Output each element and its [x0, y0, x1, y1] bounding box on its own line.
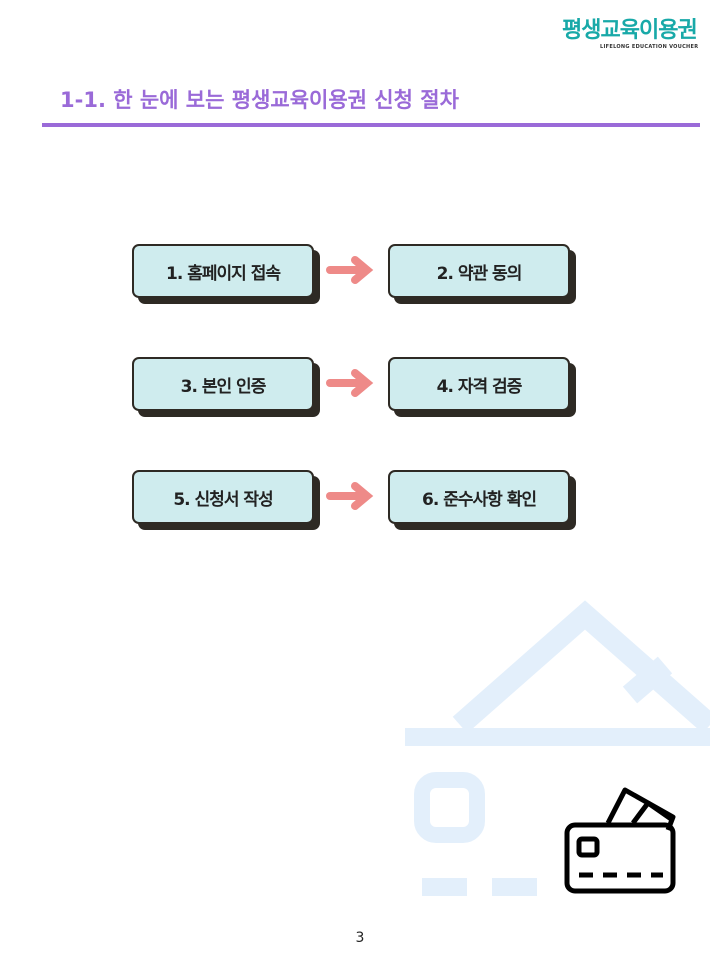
step-6: 6. 준수사항 확인 — [388, 470, 570, 524]
arrow-right-icon — [326, 482, 374, 510]
arrow-right-icon — [326, 369, 374, 397]
step-4: 4. 자격 검증 — [388, 357, 570, 411]
background-house-icon — [405, 600, 710, 896]
logo-text: 평생교육이용권 — [562, 18, 698, 43]
credit-card-icon — [564, 787, 676, 894]
arrow-right-icon — [326, 256, 374, 284]
step-3: 3. 본인 인증 — [132, 357, 314, 411]
step-5: 5. 신청서 작성 — [132, 470, 314, 524]
section-title: 1-1. 한 눈에 보는 평생교육이용권 신청 절차 — [60, 88, 459, 112]
step-2: 2. 약관 동의 — [388, 244, 570, 298]
logo-subtext: LIFELONG EDUCATION VOUCHER — [600, 44, 699, 50]
logo: 평생교육이용권 LIFELONG EDUCATION VOUCHER — [562, 18, 702, 50]
page-number: 3 — [355, 930, 365, 946]
title-divider — [42, 123, 700, 127]
step-1: 1. 홈페이지 접속 — [132, 244, 314, 298]
